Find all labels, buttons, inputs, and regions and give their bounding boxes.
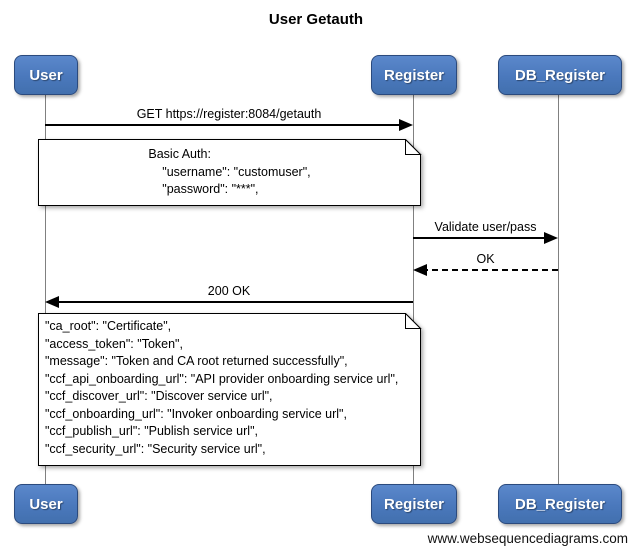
note-response-payload-text: "ca_root": "Certificate", "access_token"…	[38, 313, 421, 466]
message-label-get: GET https://register:8084/getauth	[136, 107, 322, 121]
note-line: "ccf_discover_url": "Discover service ur…	[45, 389, 273, 403]
note-line: "username": "customuser",	[148, 164, 311, 179]
note-line: "message": "Token and CA root returned s…	[45, 354, 348, 368]
note-outline	[38, 139, 422, 206]
message-label-200ok: 200 OK	[207, 284, 251, 298]
note-shape	[38, 313, 421, 466]
actor-label-db-register: DB_Register	[514, 66, 606, 84]
note-dogear-icon	[405, 139, 422, 155]
note-line: "ccf_onboarding_url": "Invoker onboardin…	[45, 406, 347, 421]
watermark-text: www.websequencediagrams.com	[427, 531, 628, 546]
message-label-ok: OK	[476, 252, 495, 266]
note-line: "ccf_security_url": "Security service ur…	[45, 441, 266, 456]
arrow-200ok-head-icon	[45, 296, 59, 308]
note-shape	[38, 139, 421, 206]
actor-label-db-register: DB_Register	[514, 495, 606, 513]
actor-box-user-bottom: User	[14, 484, 78, 524]
note-line: "access_token": "Token",	[45, 336, 183, 351]
actor-label-user: User	[29, 66, 63, 84]
note-line: "ca_root": "Certificate",	[45, 319, 172, 333]
arrow-ok-head-icon	[413, 264, 427, 276]
note-line: "password": "***",	[148, 182, 259, 197]
note-line: "ccf_api_onboarding_url": "API provider …	[45, 371, 399, 386]
note-line: "ccf_publish_url": "Publish service url"…	[45, 424, 258, 438]
actor-label-register: Register	[383, 66, 445, 84]
arrow-get-head-icon	[399, 119, 413, 131]
diagram-title: User Getauth	[268, 11, 364, 28]
actor-box-db-register-top: DB_Register	[498, 55, 622, 95]
message-label-validate: Validate user/pass	[434, 220, 537, 234]
actor-label-register: Register	[383, 495, 445, 513]
actor-box-register-bottom: Register	[371, 484, 457, 524]
actor-box-register-top: Register	[371, 55, 457, 95]
note-basic-auth: Basic Auth: "username": "customuser", "p…	[38, 139, 422, 206]
actor-box-user-top: User	[14, 55, 78, 95]
note-basic-auth-text: Basic Auth: "username": "customuser", "p…	[38, 139, 421, 206]
arrow-validate-head-icon	[544, 232, 558, 244]
note-response-payload: "ca_root": "Certificate", "access_token"…	[38, 313, 422, 466]
actor-label-user: User	[29, 495, 63, 513]
note-dogear-icon	[405, 313, 422, 329]
note-outline	[38, 313, 422, 466]
actor-box-db-register-bottom: DB_Register	[498, 484, 622, 524]
note-line: Basic Auth:	[148, 147, 211, 162]
